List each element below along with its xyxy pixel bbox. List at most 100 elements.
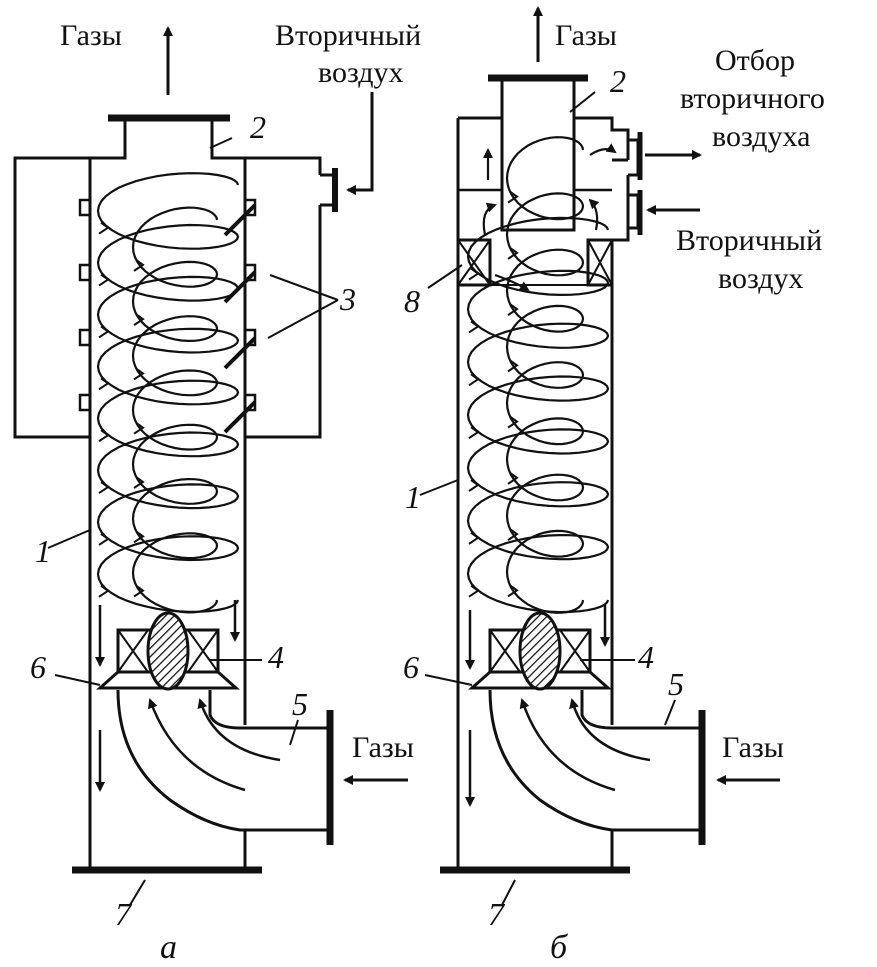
right-duct-flow-2 [569, 698, 651, 762]
right-leader-2 [569, 91, 596, 113]
right-caption: б [550, 929, 569, 966]
right-swirler-cross [489, 629, 591, 673]
right-swirl-inner-arrowhead [507, 415, 519, 429]
left-burner-core [146, 611, 190, 691]
left-swirl-helix-arrowhead [98, 377, 110, 391]
right-upper-housing [574, 116, 630, 160]
right-leader-1 [419, 479, 459, 496]
right-swirl-flow [466, 136, 610, 614]
right-air-path-3 [589, 143, 617, 156]
right-part-4: 4 [638, 639, 654, 675]
right-extract-label-3: воздуха [712, 120, 810, 153]
right-leader-6 [424, 674, 473, 686]
left-cone-plate [96, 670, 240, 690]
left-swirl-inner-arrowhead [133, 421, 145, 435]
left-duct-flow-2 [197, 698, 281, 762]
left-part-1: 1 [35, 533, 51, 569]
right-swirl-helix-arrowhead [468, 320, 480, 334]
right-extract-label-1: Отбор [715, 44, 795, 77]
right-duct-outer [488, 689, 702, 832]
left-leader-1 [47, 529, 91, 549]
right-part-5: 5 [668, 666, 684, 702]
right-cone-plate [468, 670, 612, 690]
left-swirl-helix-arrowhead [98, 273, 110, 287]
left-secondary-air-label-1: Вторичный [275, 19, 421, 52]
left-swirl-inner-arrowhead [133, 259, 145, 272]
right-extract-label-2: вторичного [680, 82, 825, 115]
left-part-5: 5 [292, 686, 308, 722]
left-swirl-helix-arrowhead [98, 221, 110, 235]
left-apparatus [13, 26, 408, 906]
right-swirl-helix-arrowhead [468, 532, 480, 545]
right-swirl-inner-arrowhead [507, 528, 519, 541]
left-caption: а [160, 929, 177, 966]
right-part-1: 1 [405, 479, 421, 515]
right-swirl-inner-arrowhead [507, 247, 519, 260]
left-secondary-air-label-2: воздух [318, 56, 404, 89]
left-swirl-inner-arrowhead [133, 313, 145, 326]
right-swirl-helix-arrowhead [468, 584, 480, 598]
right-leader-8 [427, 264, 463, 289]
left-part-2: 2 [250, 109, 266, 145]
right-burner-core [518, 611, 562, 691]
left-part-4: 4 [268, 639, 284, 675]
left-part-3: 3 [339, 281, 356, 317]
right-outlet-pipe [500, 78, 576, 232]
right-secondary-air-label-1: Вторичный [676, 224, 822, 257]
right-duct-flow-1 [519, 698, 616, 792]
left-swirl-helix-arrowhead [98, 584, 110, 598]
right-part-8: 8 [404, 283, 420, 319]
right-swirl-inner-arrowhead [507, 472, 519, 485]
left-jacket-left [13, 156, 90, 439]
left-jacket-right-bottom [245, 205, 322, 439]
left-swirl-helix-arrowhead [98, 325, 110, 339]
right-swirler-right-cross [587, 239, 613, 286]
right-upper-housing-low [610, 175, 630, 285]
right-swirl-helix-arrowhead [468, 373, 480, 387]
left-swirl-helix-arrowhead [98, 429, 110, 443]
right-swirl-inner-arrowhead [507, 303, 519, 316]
left-swirler-cross [117, 629, 219, 673]
left-leader-5 [289, 719, 299, 746]
right-air-path-2 [588, 198, 600, 231]
right-part-7: 7 [488, 896, 506, 932]
left-jacket-right-top [245, 156, 322, 175]
right-swirl-inner-arrowhead [507, 584, 519, 598]
right-swirl-helix-arrowhead [468, 426, 480, 439]
left-tangential-nozzles [223, 203, 257, 434]
left-duct-flow-1 [147, 698, 246, 792]
left-shell-bumps-left [78, 198, 90, 412]
right-swirl-inner-arrowhead [507, 190, 519, 204]
left-swirl-inner [131, 206, 219, 614]
left-top-outlet [90, 116, 245, 160]
left-duct-outer [116, 689, 330, 832]
left-swirl-inner-arrowhead [133, 584, 145, 598]
right-air-path-1 [482, 202, 497, 236]
left-leader-3 [267, 274, 339, 339]
left-part-6: 6 [30, 649, 46, 685]
right-leader-7 [501, 879, 516, 906]
right-swirl-inner [505, 136, 585, 614]
right-air-path-5 [494, 273, 530, 292]
left-swirl-inner-arrowhead [133, 476, 145, 489]
right-swirl-inner-arrowhead [507, 359, 519, 373]
left-swirl-helix-arrowhead [98, 533, 110, 546]
right-secondary-air-label-2: воздух [718, 262, 804, 295]
left-swirl-inner-arrowhead [133, 530, 145, 544]
left-swirl-helix [96, 172, 240, 613]
left-swirl-helix-arrowhead [98, 481, 110, 494]
left-swirl-flow [96, 172, 240, 614]
right-duct-inner [580, 690, 702, 730]
left-swirl-inner-arrowhead [133, 367, 145, 381]
right-swirl-helix-arrowhead [468, 267, 480, 281]
right-part-2: 2 [610, 63, 626, 99]
left-leader-7 [129, 879, 146, 906]
left-gases-out-label: Газы [60, 19, 122, 52]
left-duct-inner [208, 690, 330, 730]
right-gases-in-label: Газы [722, 731, 784, 764]
left-part-7: 7 [115, 896, 133, 932]
right-swirl-helix [466, 216, 610, 614]
left-secondary-air-arrow [346, 92, 374, 195]
